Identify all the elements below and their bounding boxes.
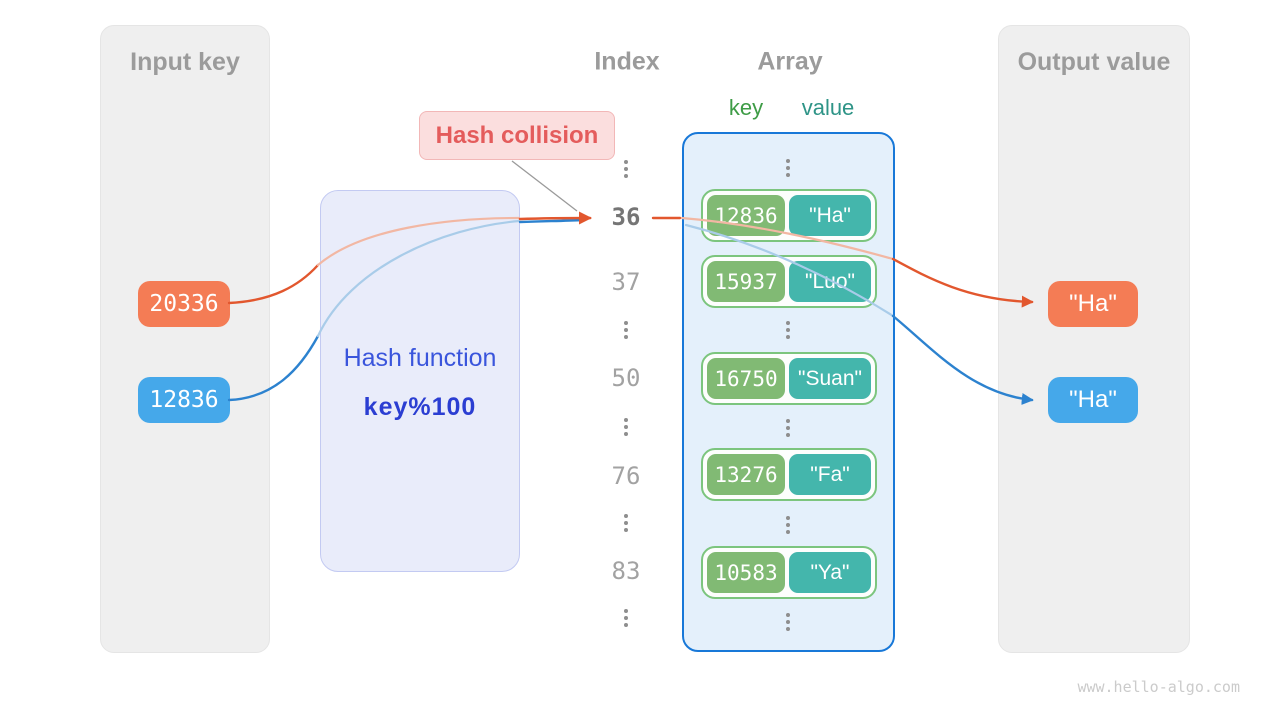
ellipsis-icon: [786, 613, 790, 631]
array-row: 15937 "Luo": [701, 255, 877, 308]
output-value-title: Output value: [1017, 48, 1171, 76]
key-chip: 15937: [707, 261, 785, 302]
output-value-panel: Output value: [998, 25, 1190, 653]
ellipsis-icon: [624, 160, 628, 178]
key-chip: 12836: [707, 195, 785, 236]
value-chip: "Suan": [789, 358, 871, 399]
array-row: 16750 "Suan": [701, 352, 877, 405]
collision-connector-line: [511, 160, 578, 212]
input-key-badge-12836: 12836: [138, 377, 230, 423]
array-row: 13276 "Fa": [701, 448, 877, 501]
hash-function-box: [320, 190, 520, 572]
value-chip: "Luo": [789, 261, 871, 302]
input-key-title: Input key: [130, 48, 240, 76]
arrow-hash-to-index-blue: [518, 218, 586, 224]
ellipsis-icon: [786, 159, 790, 177]
array-row: 10583 "Ya": [701, 546, 877, 599]
watermark: www.hello-algo.com: [1077, 678, 1240, 696]
value-chip: "Fa": [789, 454, 871, 495]
hash-collision-label: Hash collision: [435, 121, 599, 149]
index-label-37: 37: [611, 268, 641, 296]
input-key-badge-label: 20336: [149, 291, 219, 317]
hash-collision-callout: Hash collision: [419, 111, 615, 160]
value-chip: "Ha": [789, 195, 871, 236]
output-value-badge-2: "Ha": [1048, 377, 1138, 423]
hash-function-label: Hash function: [343, 344, 497, 372]
ellipsis-icon: [786, 419, 790, 437]
ellipsis-icon: [624, 418, 628, 436]
index-label-83: 83: [611, 557, 641, 585]
key-chip: 10583: [707, 552, 785, 593]
ellipsis-icon: [786, 321, 790, 339]
key-chip: 13276: [707, 454, 785, 495]
index-column-header: Index: [594, 47, 660, 76]
arrow-hash-to-index-orange: [518, 211, 592, 225]
input-key-panel: Input key: [100, 25, 270, 653]
ellipsis-icon: [624, 609, 628, 627]
input-key-badge-label: 12836: [149, 387, 219, 413]
value-chip: "Ya": [789, 552, 871, 593]
hash-function-formula: key%100: [363, 393, 477, 421]
output-value-label: "Ha": [1069, 386, 1117, 413]
array-key-header: key: [728, 95, 764, 120]
input-key-badge-20336: 20336: [138, 281, 230, 327]
ellipsis-icon: [624, 321, 628, 339]
ellipsis-icon: [786, 516, 790, 534]
index-label-50: 50: [611, 364, 641, 392]
ellipsis-icon: [624, 514, 628, 532]
index-label-36: 36: [611, 203, 641, 231]
output-value-badge-1: "Ha": [1048, 281, 1138, 327]
output-value-label: "Ha": [1069, 290, 1117, 317]
key-chip: 16750: [707, 358, 785, 399]
array-column-header: Array: [757, 47, 823, 76]
array-row: 12836 "Ha": [701, 189, 877, 242]
array-value-header: value: [801, 95, 855, 120]
index-label-76: 76: [611, 462, 641, 490]
